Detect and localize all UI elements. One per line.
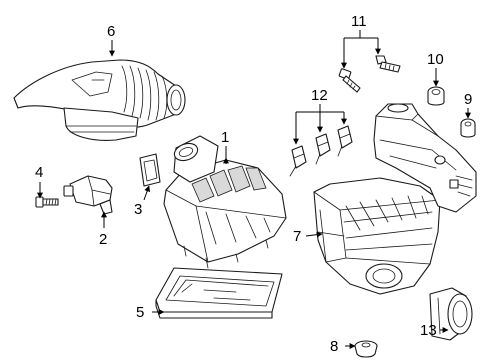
callout-7: 7: [293, 228, 301, 245]
part-9-grommet: [460, 118, 476, 138]
callout-2: 2: [99, 231, 107, 248]
callout-12: 12: [311, 87, 328, 104]
callout-11: 11: [351, 13, 367, 30]
part-13-outlet-adapter: [429, 287, 473, 341]
upper-housing: [373, 103, 477, 213]
callout-13: 13: [420, 322, 437, 339]
part-8-grommet: [354, 340, 378, 358]
part-12-clips: [289, 125, 353, 177]
callout-10: 10: [427, 51, 444, 68]
callout-5: 5: [136, 304, 144, 321]
callout-1: 1: [221, 129, 229, 146]
callout-4: 4: [35, 164, 43, 181]
part-5-air-filter: [155, 267, 283, 319]
part-4-screw: [35, 196, 59, 208]
callout-8: 8: [330, 338, 338, 355]
part-11-bolts: [338, 55, 401, 93]
part-3-gasket: [139, 153, 161, 187]
part-1-cleaner-cover: [163, 135, 287, 269]
callout-3: 3: [134, 201, 142, 218]
part-10-grommet: [427, 86, 445, 106]
part-7-cleaner-housing: [313, 177, 441, 295]
part-2-airflow-sensor: [63, 175, 113, 215]
callout-9: 9: [464, 91, 472, 108]
part-6-intake-duct: [13, 59, 186, 141]
leader-lines: [37, 30, 471, 349]
callout-6: 6: [107, 23, 115, 40]
callouts: 6 4 2 3 1 5 7 8 9 10 11 12 13: [35, 13, 472, 355]
